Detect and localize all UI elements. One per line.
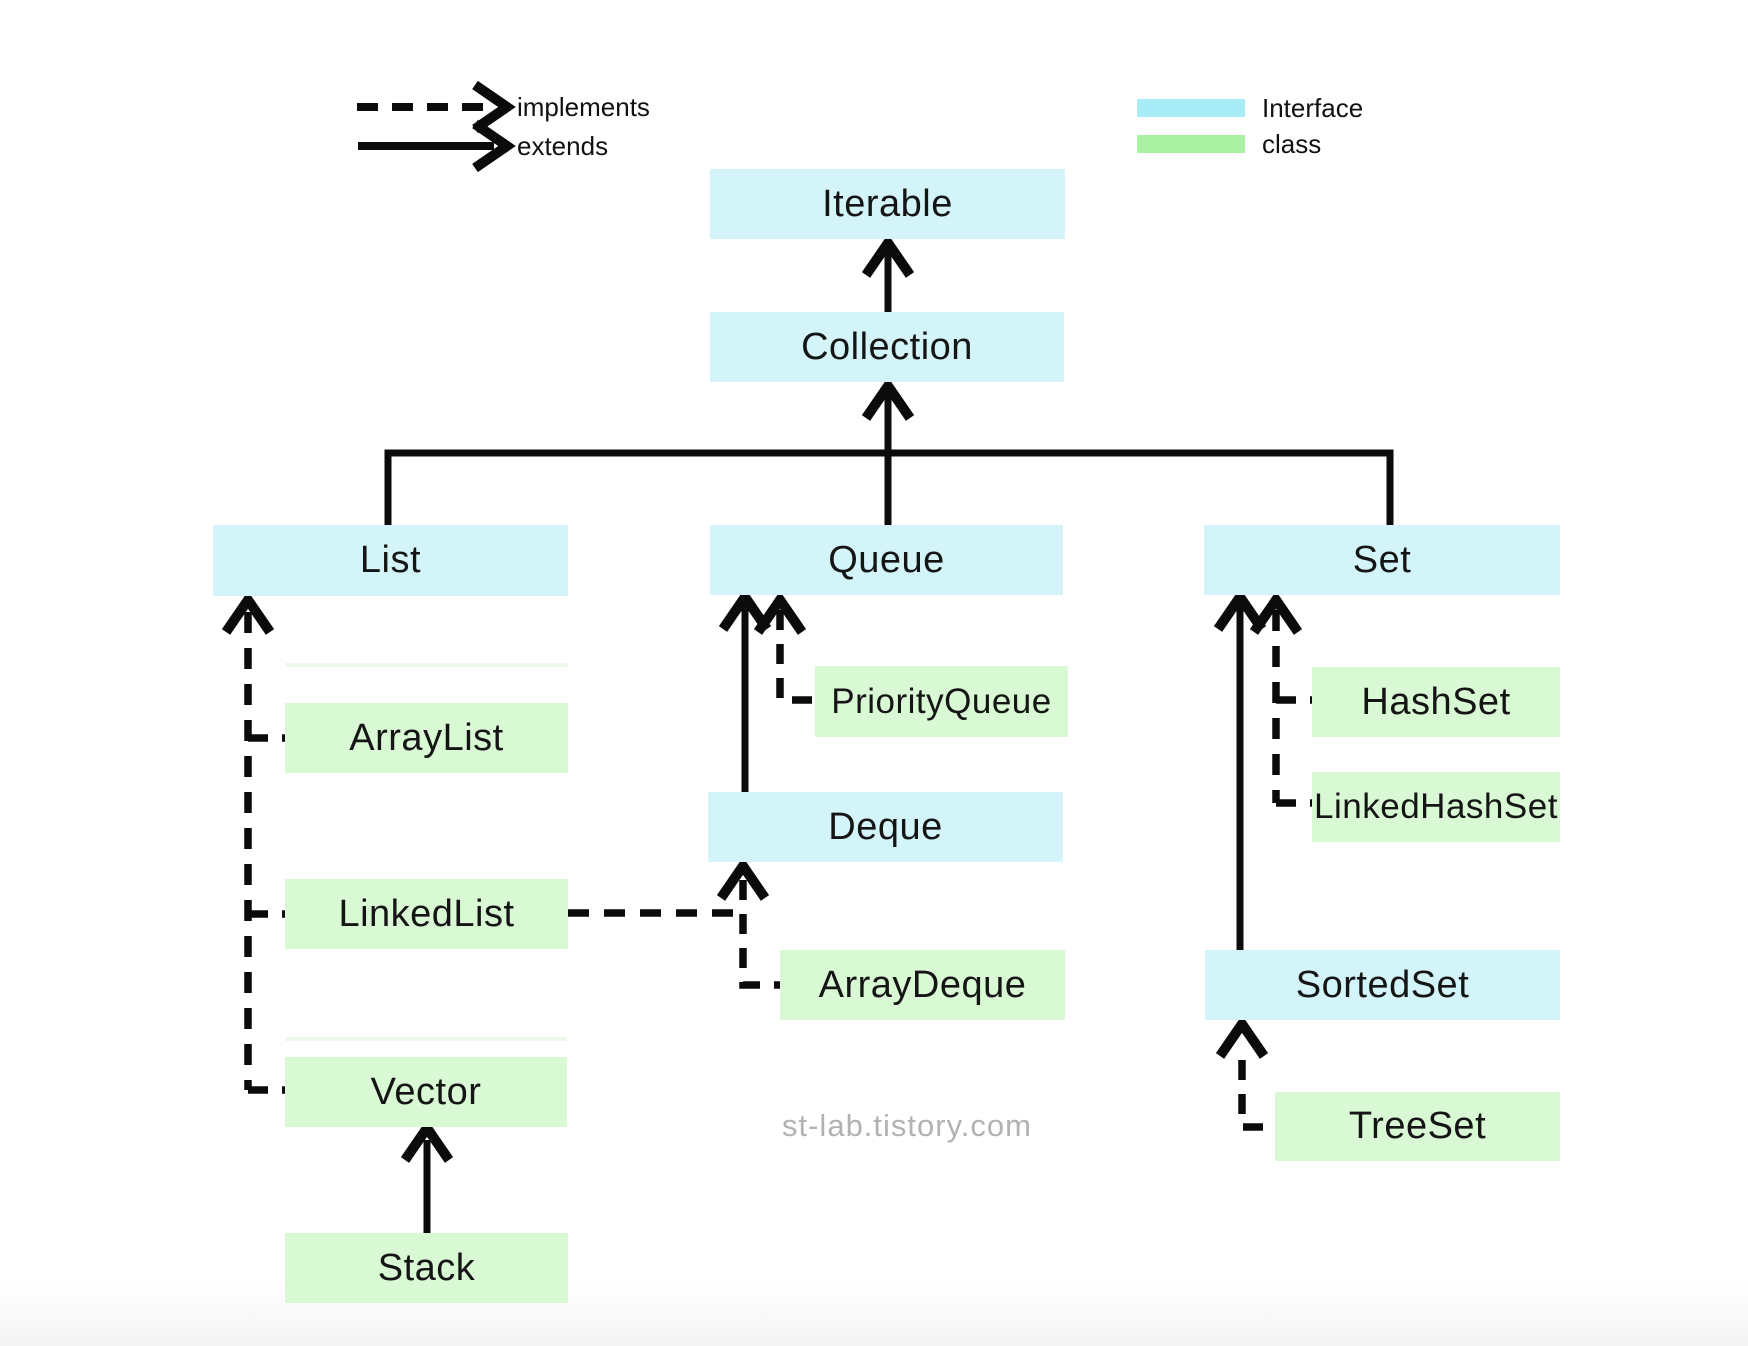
edge-treeset-sortedset: [1238, 1060, 1275, 1131]
node-treeset: TreeSet: [1275, 1092, 1560, 1161]
node-arraylist: ArrayList: [285, 703, 568, 773]
edge-collection-iterable-arrowhead-icon: [861, 234, 915, 278]
edge-list-implements-arrowhead-icon: [221, 591, 275, 635]
edge-stack-vector-arrowhead-icon: [400, 1119, 454, 1163]
node-priorityqueue: PriorityQueue: [815, 666, 1068, 737]
legend-extends-label: extends: [517, 131, 609, 161]
legend-class-label: class: [1262, 129, 1322, 159]
edge-sortedset-set-arrowhead-icon: [1213, 588, 1267, 632]
node-linkedlist: LinkedList: [285, 879, 568, 949]
edge-priorityqueue-arrowhead-icon: [753, 591, 807, 635]
node-hashset: HashSet: [1312, 667, 1560, 737]
node-iterable: Iterable: [710, 169, 1065, 239]
node-set: Set: [1204, 525, 1560, 595]
edge-priorityqueue-queue: [776, 610, 815, 704]
node-queue: Queue: [710, 525, 1063, 595]
edge-arraydeque-deque: [739, 880, 780, 989]
ghost-row-strip: [285, 663, 568, 667]
legend-implements-arrowhead-icon: [472, 80, 516, 134]
edge-treeset-arrowhead-icon: [1215, 1015, 1269, 1059]
node-stack: Stack: [285, 1233, 568, 1303]
node-deque: Deque: [708, 792, 1063, 862]
edge-set-implements-arrowhead-icon: [1249, 591, 1303, 635]
node-sortedset: SortedSet: [1205, 950, 1560, 1020]
edge-branch-collection-arrowhead-icon: [861, 377, 915, 421]
legend-interface-label: Interface: [1262, 93, 1364, 123]
edge-deque-implements-arrowhead-icon: [716, 857, 770, 901]
node-vector: Vector: [285, 1057, 567, 1127]
legend-implements-label: implements: [517, 92, 650, 122]
edge-deque-queue-arrowhead-icon: [718, 588, 772, 632]
ghost-row-strip: [285, 1037, 567, 1041]
watermark-text: st-lab.tistory.com: [782, 1108, 1032, 1143]
legend-extends-arrowhead-icon: [472, 119, 516, 173]
node-list: List: [213, 525, 568, 596]
node-collection: Collection: [710, 312, 1064, 382]
node-arraydeque: ArrayDeque: [780, 950, 1065, 1020]
legend-class-swatch: [1137, 135, 1245, 153]
legend-interface-swatch: [1137, 99, 1245, 117]
node-linkedhashset: LinkedHashSet: [1312, 772, 1560, 842]
